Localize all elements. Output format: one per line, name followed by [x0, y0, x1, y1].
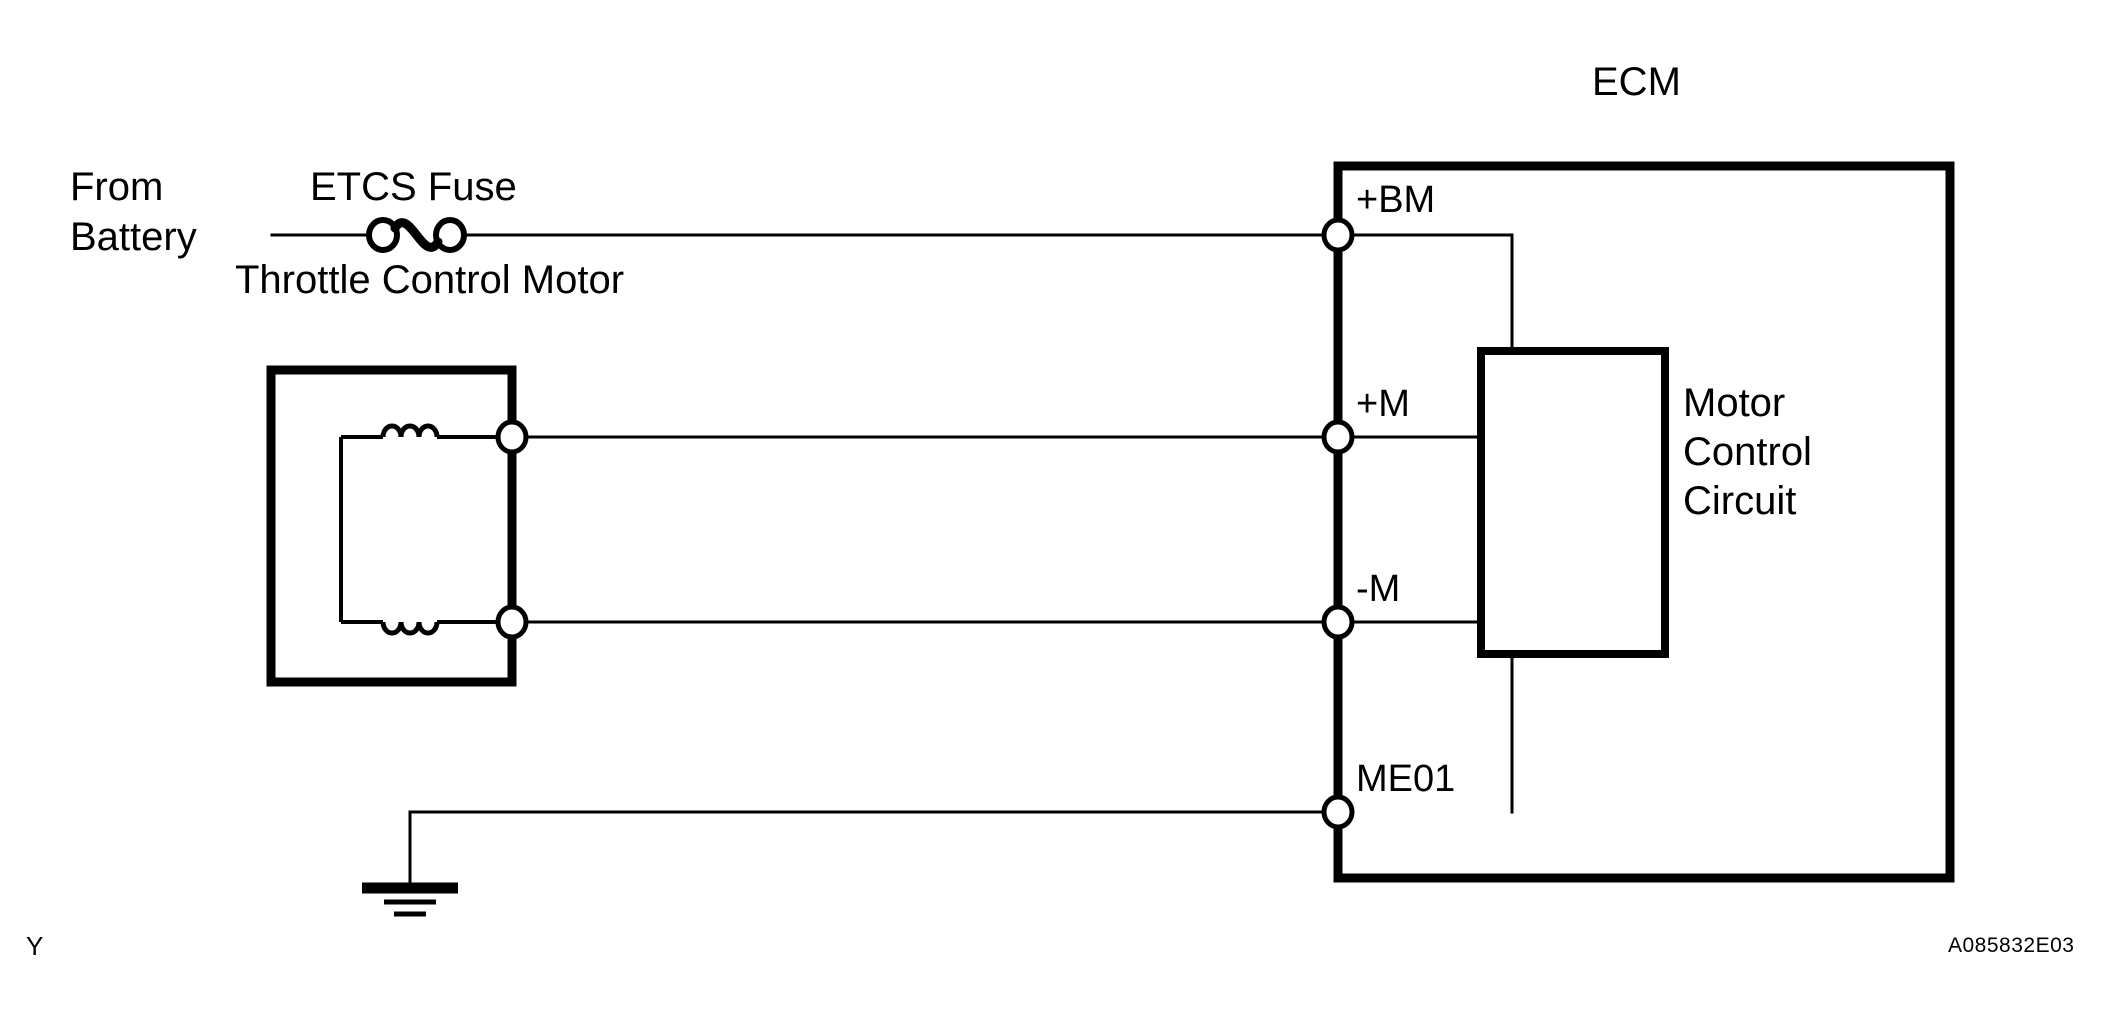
terminal-label-bm: +BM — [1356, 179, 1435, 221]
terminal-plus-m[interactable] — [1321, 419, 1355, 455]
mcc-label-line3: Circuit — [1683, 479, 1796, 523]
throttle-motor-box — [266, 365, 517, 687]
fuse-label: ETCS Fuse — [310, 165, 517, 209]
terminal-bm[interactable] — [1321, 217, 1355, 253]
ecm-box — [1333, 161, 1955, 883]
figure-code: A085832E03 — [1948, 934, 2074, 957]
ground-symbol — [362, 810, 458, 917]
source-label-line1: From — [70, 165, 163, 209]
terminal-motor-top[interactable] — [495, 419, 529, 455]
terminal-label-minus-m: -M — [1356, 568, 1400, 610]
terminal-minus-m[interactable] — [1321, 604, 1355, 640]
terminal-label-me01: ME01 — [1356, 758, 1455, 800]
motor-coil-bottom — [380, 621, 440, 636]
motor-control-circuit-box — [1477, 347, 1669, 658]
ecm-label: ECM — [1592, 60, 1681, 104]
mcc-label-line1: Motor — [1683, 381, 1785, 425]
mcc-label-line2: Control — [1683, 430, 1812, 474]
motor-label: Throttle Control Motor — [235, 258, 624, 302]
terminal-label-plus-m: +M — [1356, 383, 1410, 425]
motor-coil-top — [380, 423, 440, 438]
fuse-symbol — [366, 217, 467, 253]
corner-mark: Y — [26, 931, 43, 961]
source-label-line2: Battery — [70, 215, 197, 259]
terminal-me01[interactable] — [1321, 794, 1355, 830]
motor-inner-loop — [339, 435, 512, 624]
terminal-motor-bottom[interactable] — [495, 604, 529, 640]
